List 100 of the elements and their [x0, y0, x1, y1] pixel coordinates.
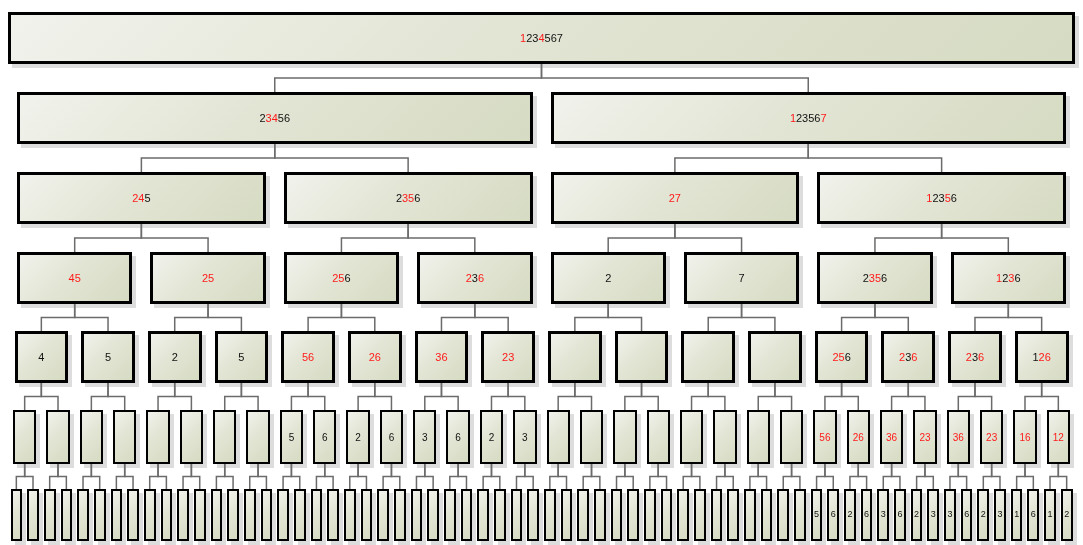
- tree-node-box: [113, 410, 137, 464]
- node-label: 45: [68, 271, 81, 285]
- tree-node-box: [146, 410, 170, 464]
- tree-node-box: [748, 331, 802, 383]
- tree-node-box: [377, 489, 389, 541]
- tree-node-box: [548, 331, 602, 383]
- connector-line: [557, 463, 568, 490]
- node-label: 27: [668, 191, 681, 205]
- tree-node-box: [210, 489, 223, 541]
- connector-line: [457, 463, 468, 490]
- tree-node-box: [246, 410, 270, 464]
- tree-node-box: [13, 410, 37, 464]
- tree-node-box: [327, 489, 339, 541]
- connector-line: [940, 223, 1010, 253]
- tree-node-box: [927, 489, 940, 541]
- connector-line: [290, 463, 301, 490]
- node-label: 5: [288, 431, 295, 443]
- node-label: 25: [201, 271, 215, 285]
- node-label: 236: [899, 350, 918, 364]
- connector-line: [590, 463, 601, 490]
- tree-node-box: [160, 489, 173, 541]
- tree-node-box: [610, 489, 623, 541]
- tree-node-box: [727, 489, 740, 541]
- node-label: 6: [388, 431, 395, 443]
- tree-node-box: [414, 331, 469, 383]
- tree-node-box: [877, 489, 890, 541]
- node-label: 1: [1014, 510, 1020, 520]
- connector-line: [640, 382, 659, 411]
- connector-line: [790, 463, 801, 490]
- node-label: 56: [301, 350, 315, 364]
- node-label: 26: [368, 350, 381, 364]
- node-label: 2: [171, 350, 178, 364]
- node-label: 23456: [259, 111, 291, 125]
- connector-line: [1057, 463, 1068, 490]
- node-label: 256: [332, 271, 351, 285]
- node-label: 23: [986, 431, 998, 443]
- node-label: 3: [947, 510, 953, 520]
- node-label: 5: [814, 510, 820, 520]
- tree-node-box: [1027, 489, 1040, 541]
- connector-line: [524, 463, 534, 490]
- connector-line: [890, 463, 901, 490]
- tree-node-box: [1044, 489, 1056, 541]
- connector-line: [23, 463, 34, 490]
- connector-line: [123, 463, 134, 490]
- connector-line: [957, 463, 968, 490]
- tree-node-box: [894, 489, 906, 541]
- tree-node-box: [1060, 489, 1073, 541]
- tree-node-box: [777, 489, 790, 541]
- tree-node-box: [627, 489, 640, 541]
- connector-line: [857, 463, 868, 490]
- tree-node-box: [713, 410, 737, 464]
- tree-node-box: [677, 489, 690, 541]
- node-label: 3: [422, 431, 428, 443]
- node-label: 2: [847, 510, 853, 520]
- node-label: 2356: [862, 271, 888, 285]
- node-label: 4: [38, 350, 45, 364]
- tree-node-box: [177, 489, 189, 541]
- node-label: 245: [132, 191, 151, 205]
- tree-node-box: [494, 489, 506, 541]
- tree-node-box: [46, 410, 70, 464]
- node-label: 26: [852, 431, 864, 443]
- tree-node-box: [277, 489, 289, 541]
- tree-node-box: [910, 489, 923, 541]
- tree-node-box: [881, 331, 936, 383]
- node-label: 1234567: [520, 31, 563, 45]
- tree-node-box: [77, 489, 89, 541]
- node-label: 236: [965, 350, 985, 364]
- tree-node-box: [560, 489, 573, 541]
- connector-line: [907, 382, 926, 411]
- tree-node-box: [60, 489, 73, 541]
- tree-node-box: [150, 252, 266, 304]
- tree-node-box: [646, 410, 670, 464]
- tree-node-box: [746, 410, 770, 464]
- tree-node-box: [446, 410, 470, 464]
- tree-node-box: [360, 489, 373, 541]
- node-label: 236: [465, 271, 484, 285]
- tree-node-box: [948, 331, 1002, 383]
- tree-node-box: [844, 489, 856, 541]
- node-label: 56: [819, 431, 831, 443]
- tree-node-box: [43, 489, 56, 541]
- tree-node-box: [293, 489, 306, 541]
- tree-node-box: [817, 252, 933, 304]
- node-label: 3: [880, 510, 886, 520]
- connector-line: [574, 382, 593, 411]
- connector-line: [207, 303, 243, 332]
- tree-node-box: [710, 489, 723, 541]
- connector-line: [324, 463, 334, 490]
- tree-node-box: [879, 410, 904, 464]
- connector-line: [807, 143, 943, 173]
- connector-line: [824, 463, 834, 490]
- connector-line: [357, 463, 368, 490]
- node-label: 6: [1030, 510, 1036, 520]
- connector-line: [657, 463, 668, 490]
- connector-line: [774, 382, 793, 411]
- connector-line: [440, 382, 459, 411]
- connector-line: [173, 382, 193, 411]
- connector-line: [307, 382, 326, 411]
- tree-node-box: [579, 410, 604, 464]
- tree-node-box: [10, 489, 23, 541]
- node-label: 12: [1052, 431, 1064, 443]
